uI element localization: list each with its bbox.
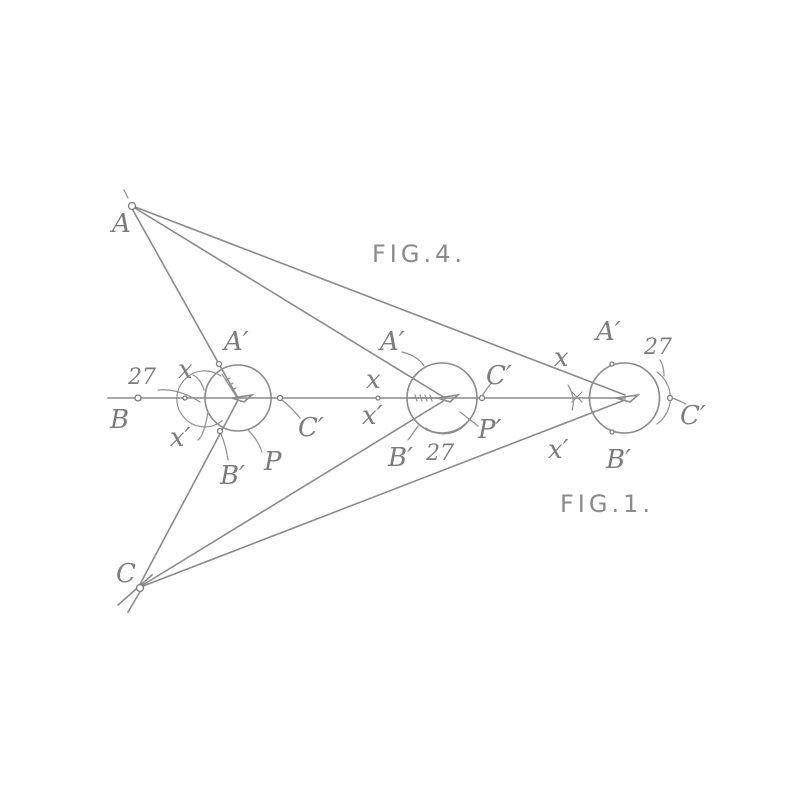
left-instrument bbox=[157, 360, 301, 461]
left-axis-dot bbox=[182, 395, 188, 401]
fig1-caption: FIG.1. bbox=[560, 490, 654, 518]
left-27-leader bbox=[157, 389, 201, 403]
right-27-leader bbox=[659, 359, 665, 377]
right-label-x-prime: x′ bbox=[548, 435, 569, 465]
middle-dial-outer bbox=[406, 362, 478, 434]
middle-dial-inner-arc bbox=[425, 423, 467, 435]
label-a: A bbox=[110, 209, 131, 239]
middle-label-b-prime: B′ bbox=[387, 443, 413, 473]
right-a-prime-dot bbox=[609, 361, 615, 367]
middle-hatch-2 bbox=[419, 394, 423, 402]
middle-axis-dot bbox=[375, 395, 381, 401]
left-bprime-leader bbox=[220, 433, 229, 461]
middle-label-27: 27 bbox=[425, 441, 454, 466]
left-c-prime-dot bbox=[276, 394, 284, 402]
right-label-a-prime: A′ bbox=[594, 317, 621, 347]
left-b-prime-dot bbox=[216, 427, 224, 435]
line-a-to-right bbox=[129, 204, 626, 396]
left-label-a-prime: A′ bbox=[222, 327, 249, 357]
right-dial-outer bbox=[588, 362, 661, 434]
point-c bbox=[135, 583, 145, 593]
label-b: B bbox=[109, 405, 129, 435]
right-b-prime-dot bbox=[609, 429, 615, 435]
middle-label-x: x bbox=[366, 365, 381, 395]
line-c-to-right bbox=[137, 399, 626, 589]
left-hatch-3 bbox=[228, 382, 234, 386]
left-p-leader bbox=[247, 429, 263, 453]
right-instrument bbox=[567, 359, 687, 435]
line-c-to-middle bbox=[137, 399, 446, 589]
left-dial-inner-arc bbox=[176, 370, 223, 428]
tick-a bbox=[123, 189, 129, 199]
left-x-leader bbox=[192, 374, 205, 391]
right-label-x: x bbox=[554, 343, 569, 373]
right-label-27: 27 bbox=[643, 335, 672, 360]
left-a-prime-dot bbox=[215, 360, 223, 368]
middle-label-c-prime: C′ bbox=[486, 361, 512, 391]
middle-pointer bbox=[437, 393, 461, 403]
right-cross-2 bbox=[571, 391, 583, 403]
middle-bprime-leader bbox=[407, 425, 419, 441]
right-pointer bbox=[615, 393, 641, 403]
left-label-p: P bbox=[263, 447, 282, 477]
left-pointer bbox=[231, 393, 255, 403]
fig4-caption: FIG.4. bbox=[372, 240, 466, 268]
middle-label-p-prime: P′ bbox=[477, 415, 501, 445]
line-a-to-middle bbox=[129, 204, 446, 399]
line-c-extension bbox=[117, 574, 153, 606]
middle-label-x-prime: x′ bbox=[362, 401, 383, 431]
point-a bbox=[127, 201, 137, 211]
left-label-b-prime: B′ bbox=[219, 461, 245, 491]
left-xprime-leader bbox=[197, 411, 209, 441]
left-label-x-prime: x′ bbox=[170, 423, 191, 453]
middle-pprime-leader bbox=[459, 411, 479, 427]
right-label-c-prime: C′ bbox=[680, 401, 706, 431]
left-hatch-2 bbox=[225, 377, 231, 381]
right-cprime-leader bbox=[671, 397, 687, 405]
left-label-27: 27 bbox=[127, 365, 156, 390]
left-cprime-leader bbox=[281, 399, 301, 419]
point-b bbox=[134, 394, 142, 402]
middle-aprime-leader bbox=[401, 351, 425, 367]
label-c: C bbox=[116, 559, 136, 589]
middle-instrument bbox=[375, 351, 493, 441]
left-label-x: x bbox=[178, 355, 193, 385]
left-hatch-4 bbox=[231, 387, 237, 391]
middle-cprime-leader bbox=[481, 381, 493, 397]
middle-label-a-prime: A′ bbox=[378, 327, 405, 357]
middle-hatch-1 bbox=[414, 394, 418, 402]
right-x-arc bbox=[567, 384, 574, 411]
left-dial-outer bbox=[204, 364, 272, 432]
right-label-b-prime: B′ bbox=[605, 445, 631, 475]
middle-hatch-4 bbox=[429, 394, 433, 402]
left-label-c-prime: C′ bbox=[298, 413, 324, 443]
middle-hatch-3 bbox=[424, 394, 428, 402]
